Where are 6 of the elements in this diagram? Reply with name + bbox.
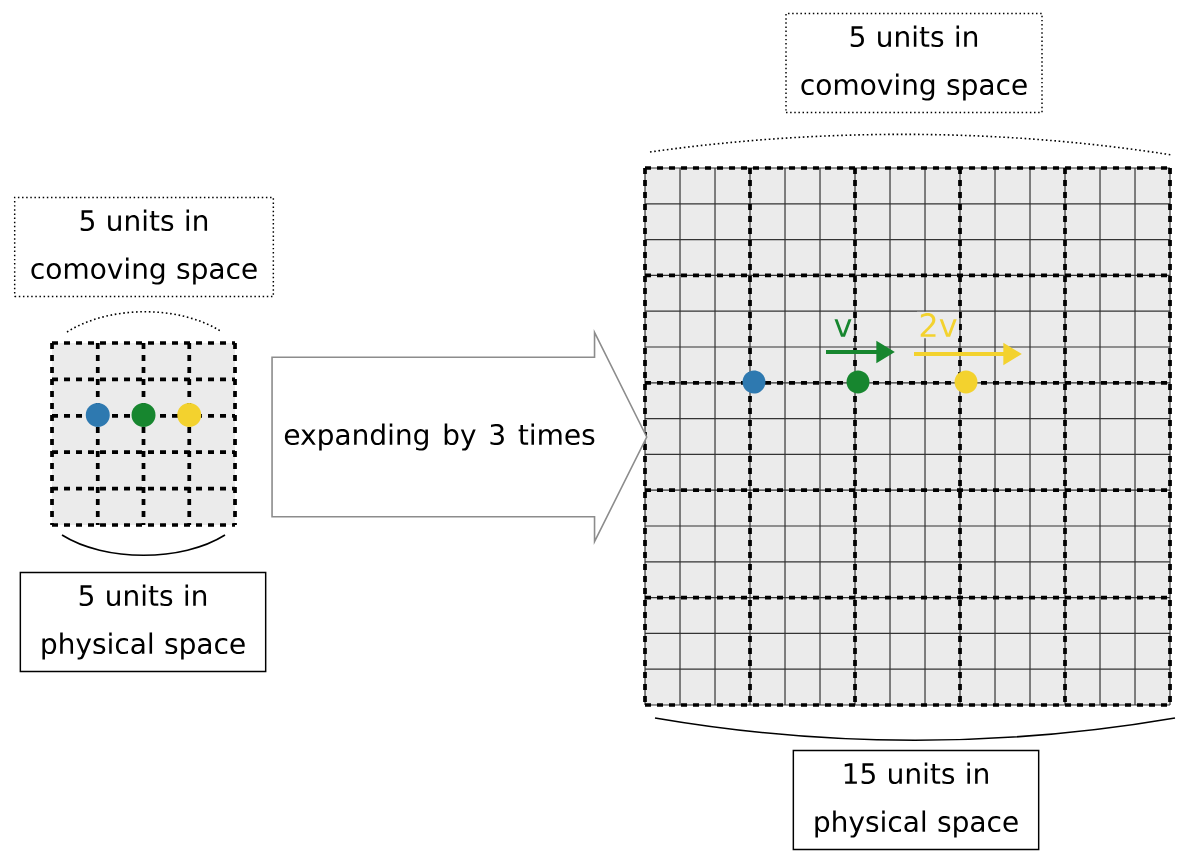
label-box: 5 units in comoving space <box>13 196 275 298</box>
velocity-label: 2v <box>917 311 959 339</box>
label-box: 5 units in physical space <box>19 571 267 673</box>
label-box: 15 units in physical space <box>792 749 1040 851</box>
velocity-label: v <box>832 317 854 339</box>
label-box: 5 units in comoving space <box>785 12 1043 114</box>
